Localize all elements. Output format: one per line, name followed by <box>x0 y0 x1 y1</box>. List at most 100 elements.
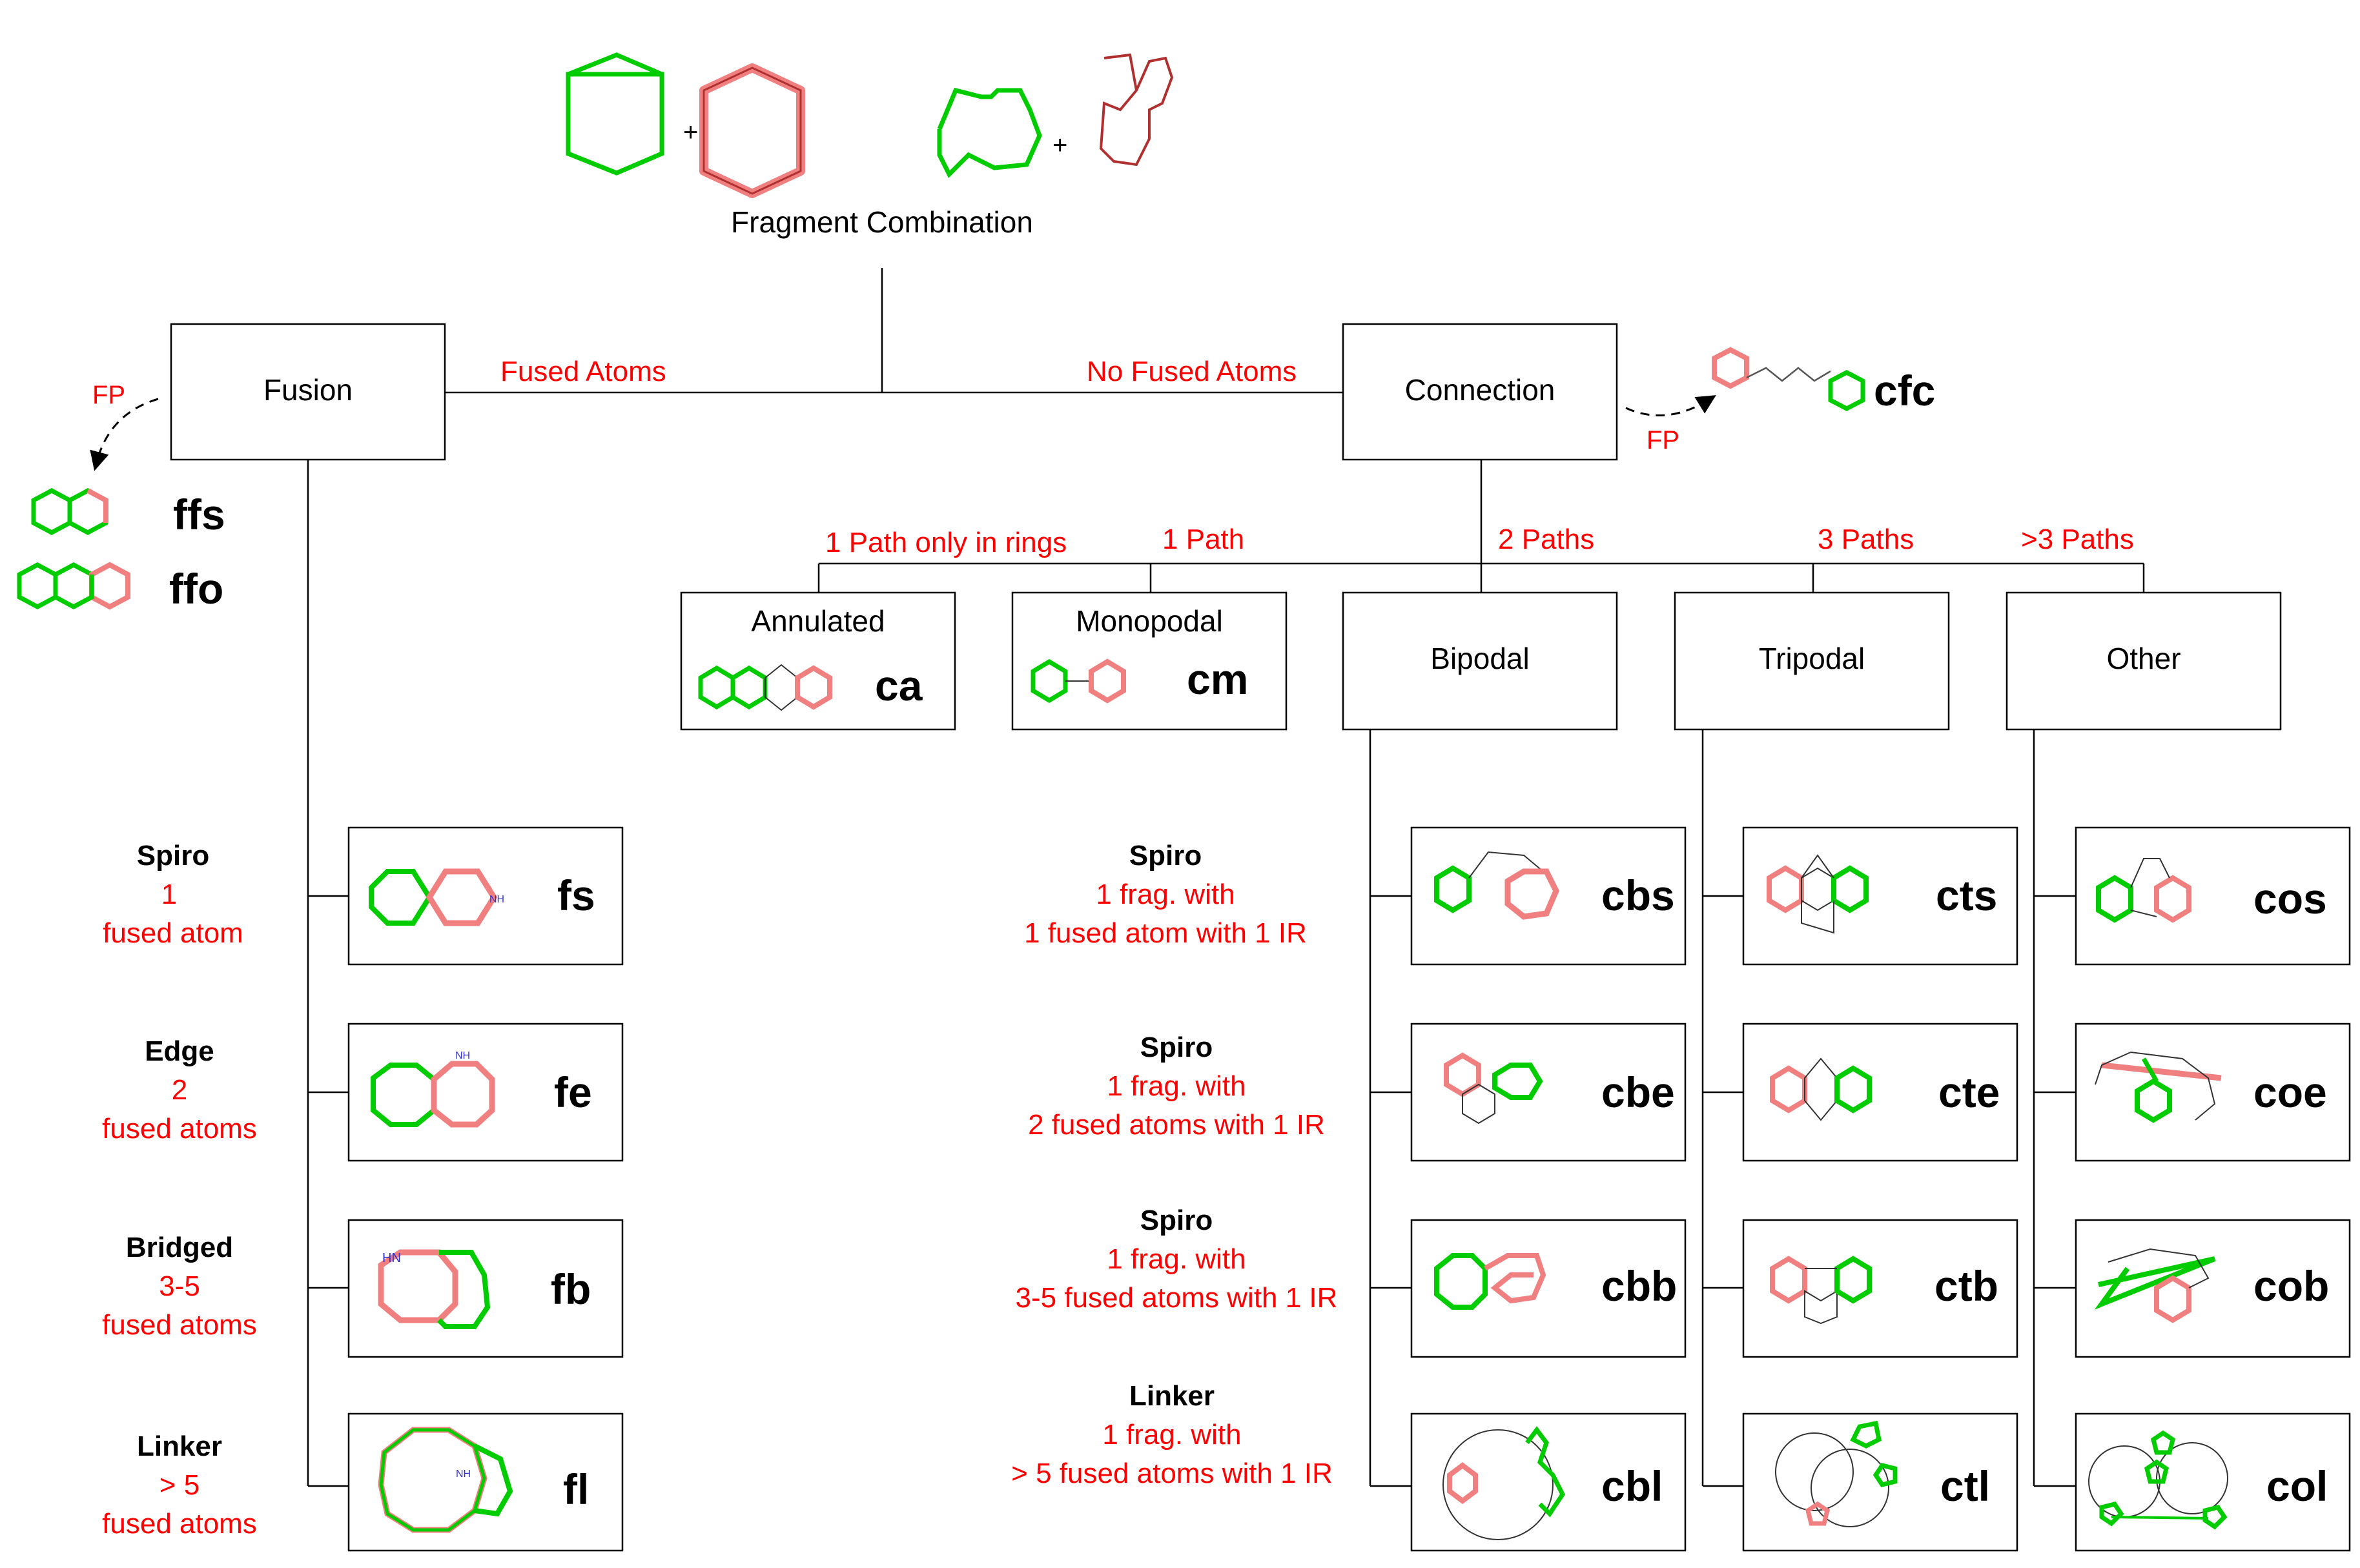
svg-text:1 frag. with: 1 frag. with <box>1107 1070 1246 1102</box>
svg-text:Monopodal: Monopodal <box>1076 604 1223 638</box>
ffo-molecule <box>17 562 130 610</box>
code-cbb: cbb <box>1601 1262 1677 1310</box>
node-tripodal: Tripodal <box>1674 591 1950 731</box>
svg-text:NH: NH <box>489 894 504 905</box>
example-cbe: cbe <box>1410 1023 1687 1162</box>
node-monopodal: Monopodal cm <box>1011 591 1288 731</box>
node-annulated: Annulated ca <box>680 591 956 731</box>
svg-text:2: 2 <box>172 1074 187 1106</box>
example-fb: HN fb <box>347 1219 624 1358</box>
svg-text:fused atoms: fused atoms <box>102 1508 257 1540</box>
example-cbb: cbb <box>1410 1219 1687 1358</box>
path-label-more: >3 Paths <box>2021 524 2134 555</box>
code-cbe: cbe <box>1601 1068 1675 1116</box>
top-fragments: + + Fragment Combination <box>566 52 1174 239</box>
example-coe: coe <box>2075 1023 2351 1162</box>
example-ctl: ctl <box>1742 1412 2018 1552</box>
svg-text:Spiro: Spiro <box>137 840 209 871</box>
cfc-molecule <box>1712 347 1865 411</box>
svg-text:fused atom: fused atom <box>103 917 243 949</box>
svg-text:1 frag. with: 1 frag. with <box>1096 879 1235 910</box>
svg-text:1: 1 <box>161 879 177 910</box>
path-label-2: 2 Paths <box>1498 524 1594 555</box>
svg-text:Bridged: Bridged <box>126 1232 233 1263</box>
tree-lines <box>307 268 2145 1487</box>
root-label: Fragment Combination <box>731 205 1033 239</box>
svg-text:2 fused atoms with 1 IR: 2 fused atoms with 1 IR <box>1028 1109 1325 1141</box>
path-label-3: 3 Paths <box>1818 524 1914 555</box>
code-cts: cts <box>1936 871 1997 919</box>
svg-text:Linker: Linker <box>137 1431 222 1462</box>
code-cm: cm <box>1187 655 1248 703</box>
example-cbl: cbl <box>1410 1412 1687 1552</box>
svg-text:1 frag. with: 1 frag. with <box>1102 1419 1241 1451</box>
fusion-row-labels: Spiro 1 fused atom Edge 2 fused atoms Br… <box>102 840 257 1540</box>
code-ca: ca <box>875 662 923 709</box>
code-cob: cob <box>2253 1262 2329 1310</box>
svg-text:NH: NH <box>456 1469 471 1480</box>
code-ctb: ctb <box>1934 1262 1998 1310</box>
example-fs: NH fs <box>347 826 624 966</box>
example-fe: NH fe <box>347 1023 624 1162</box>
svg-text:fused atoms: fused atoms <box>102 1113 257 1145</box>
svg-text:fused atoms: fused atoms <box>102 1309 257 1341</box>
svg-text:+: + <box>1052 131 1067 159</box>
svg-text:Fusion: Fusion <box>263 373 353 407</box>
example-cob: cob <box>2075 1219 2351 1358</box>
svg-text:1 frag. with: 1 frag. with <box>1107 1243 1246 1275</box>
svg-text:Tripodal: Tripodal <box>1759 642 1865 675</box>
svg-text:Bipodal: Bipodal <box>1430 642 1529 675</box>
example-cte: cte <box>1742 1023 2018 1162</box>
fp-label-left: FP <box>92 381 125 409</box>
code-cte: cte <box>1938 1068 2000 1116</box>
svg-text:3-5 fused atoms with 1 IR: 3-5 fused atoms with 1 IR <box>1016 1282 1338 1314</box>
svg-text:HN: HN <box>382 1251 401 1265</box>
plus-sign: + <box>683 118 698 147</box>
svg-text:Spiro: Spiro <box>1129 840 1202 871</box>
node-fusion: Fusion <box>170 323 446 461</box>
edge-label-no-fused: No Fused Atoms <box>1087 356 1297 387</box>
code-fs: fs <box>557 871 595 919</box>
example-fl: NH fl <box>347 1412 624 1552</box>
svg-text:NH: NH <box>455 1050 470 1061</box>
node-connection: Connection <box>1342 323 1618 461</box>
code-ffo: ffo <box>169 565 223 613</box>
connection-row-labels: Spiro 1 frag. with 1 fused atom with 1 I… <box>1011 840 1337 1489</box>
svg-text:Annulated: Annulated <box>751 604 885 638</box>
svg-text:Other: Other <box>2106 642 2180 675</box>
svg-text:> 5: > 5 <box>159 1469 200 1501</box>
code-cbs: cbs <box>1601 871 1675 919</box>
example-ctb: ctb <box>1742 1219 2018 1358</box>
fragment-green-macrocycle <box>937 87 1042 178</box>
code-col: col <box>2266 1462 2328 1510</box>
example-cts: cts <box>1742 826 2018 966</box>
svg-text:Edge: Edge <box>145 1035 214 1067</box>
svg-text:Spiro: Spiro <box>1140 1205 1213 1236</box>
svg-text:Connection: Connection <box>1405 373 1555 407</box>
svg-text:> 5 fused atoms with 1 IR: > 5 fused atoms with 1 IR <box>1011 1458 1333 1489</box>
code-ctl: ctl <box>1940 1462 1990 1510</box>
svg-text:Linker: Linker <box>1129 1380 1215 1412</box>
code-cbl: cbl <box>1601 1462 1663 1510</box>
code-fb: fb <box>551 1265 591 1313</box>
fp-arrow-right <box>1625 395 1716 417</box>
code-fl: fl <box>563 1465 589 1513</box>
svg-text:3-5: 3-5 <box>159 1270 200 1302</box>
fp-label-right: FP <box>1647 426 1679 454</box>
ffs-molecule <box>31 488 108 535</box>
path-label-1: 1 Path <box>1162 524 1244 555</box>
example-cos: cos <box>2075 826 2351 966</box>
code-fe: fe <box>554 1068 592 1116</box>
example-cbs: cbs <box>1410 826 1687 966</box>
code-ffs: ffs <box>173 491 225 538</box>
node-bipodal: Bipodal <box>1342 591 1618 731</box>
fragment-darkred-macrocycle <box>1099 53 1174 167</box>
svg-text:1 fused atom with 1 IR: 1 fused atom with 1 IR <box>1024 917 1307 949</box>
path-label-rings: 1 Path only in rings <box>825 527 1067 558</box>
example-col: col <box>2075 1412 2351 1552</box>
code-coe: coe <box>2253 1068 2327 1116</box>
code-cfc: cfc <box>1874 367 1935 414</box>
fp-arrow-left <box>90 398 159 471</box>
svg-text:Spiro: Spiro <box>1140 1032 1213 1063</box>
